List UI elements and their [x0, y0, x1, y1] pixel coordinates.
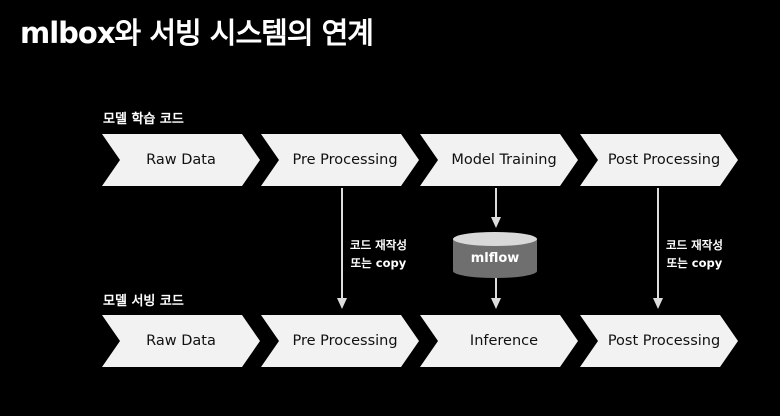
training-section-label: 모델 학습 코드: [103, 112, 184, 127]
page-title: mlbox와 서빙 시스템의 연계: [20, 16, 374, 50]
serving-section-label: 모델 서빙 코드: [103, 294, 184, 309]
arrow-postprocessing-down: [653, 188, 663, 309]
note-code-rewrite-right: 코드 재작성 또는 copy: [666, 238, 723, 270]
serving-step-pre-processing: Pre Processing: [261, 315, 419, 367]
arrow-training-to-mlflow: [491, 188, 501, 228]
serving-step-raw-data: Raw Data: [102, 315, 260, 367]
mlflow-storage: mlflow: [452, 231, 538, 279]
arrow-mlflow-to-inference: [491, 278, 501, 309]
training-step-pre-processing: Pre Processing: [261, 134, 419, 186]
database-icon: [453, 232, 537, 278]
training-step-model-training: Model Training: [420, 134, 578, 186]
training-step-raw-data: Raw Data: [102, 134, 260, 186]
serving-step-inference: Inference: [420, 315, 578, 367]
serving-step-post-processing: Post Processing: [580, 315, 738, 367]
note-code-rewrite-left: 코드 재작성 또는 copy: [350, 238, 407, 270]
training-step-post-processing: Post Processing: [580, 134, 738, 186]
arrow-preprocessing-down: [337, 188, 347, 309]
